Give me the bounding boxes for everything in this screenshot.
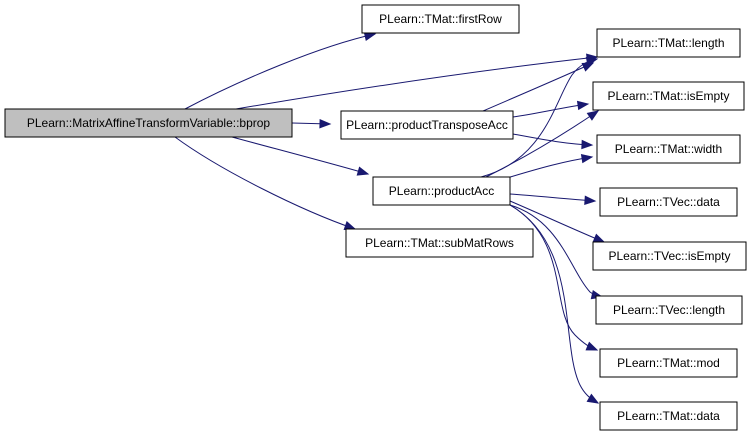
edge-bprop-to-productTransposeAcc <box>291 118 332 129</box>
node-tvecIsEmpty[interactable]: PLearn::TVec::isEmpty <box>592 241 747 271</box>
node-box <box>361 4 520 34</box>
edges-layer <box>174 31 606 404</box>
node-box <box>599 187 738 217</box>
node-box <box>595 295 743 325</box>
edge-productTransposeAcc-to-tmatWidth <box>512 133 594 150</box>
node-tmatMod[interactable]: PLearn::TMat::mod <box>599 348 738 378</box>
nodes-layer: PLearn::MatrixAffineTransformVariable::b… <box>4 4 747 431</box>
node-tvecLength[interactable]: PLearn::TVec::length <box>595 295 743 325</box>
edge-line <box>509 204 598 351</box>
arrowhead-icon <box>585 56 599 67</box>
arrowhead-icon <box>580 153 594 164</box>
node-tmatLength[interactable]: PLearn::TMat::length <box>596 28 741 58</box>
node-box <box>599 401 738 431</box>
edge-productTransposeAcc-to-tmatIsEmpty <box>512 100 590 118</box>
node-tmatWidth[interactable]: PLearn::TMat::width <box>596 134 741 164</box>
edge-line <box>482 62 594 112</box>
node-box <box>345 228 534 258</box>
edge-line <box>506 156 593 179</box>
node-box <box>596 134 741 164</box>
edge-productAcc-to-tmatIsEmpty <box>485 110 600 178</box>
edge-bprop-to-subMatRows <box>174 136 357 230</box>
node-box <box>372 176 511 206</box>
node-label: PLearn::productTransposeAcc <box>346 118 508 132</box>
node-label: PLearn::TVec::data <box>617 195 720 209</box>
arrowhead-icon <box>581 139 594 150</box>
edge-productAcc-to-tmatData <box>509 204 600 404</box>
arrowhead-icon <box>343 221 357 230</box>
arrowhead-icon <box>592 233 606 243</box>
edge-line <box>184 33 376 110</box>
edge-line <box>512 133 593 146</box>
edge-line <box>174 136 356 230</box>
root-node-box <box>4 108 293 138</box>
node-box <box>592 241 747 271</box>
arrowhead-icon <box>356 166 370 176</box>
node-label: PLearn::TMat::subMatRows <box>365 236 514 250</box>
node-tmatIsEmpty[interactable]: PLearn::TMat::isEmpty <box>592 81 745 111</box>
arrowhead-icon <box>586 393 600 404</box>
node-subMatRows[interactable]: PLearn::TMat::subMatRows <box>345 228 534 258</box>
arrowhead-icon <box>576 100 590 111</box>
edge-bprop-to-tmatLength <box>235 53 599 110</box>
node-label: PLearn::TVec::isEmpty <box>608 249 730 263</box>
node-label: PLearn::TVec::length <box>613 303 725 317</box>
node-firstRow[interactable]: PLearn::TMat::firstRow <box>361 4 520 34</box>
arrowhead-icon <box>584 195 597 205</box>
node-box <box>596 28 741 58</box>
edge-line <box>231 136 369 175</box>
node-box <box>592 81 745 111</box>
node-label: PLearn::TMat::firstRow <box>379 12 502 26</box>
node-bprop[interactable]: PLearn::MatrixAffineTransformVariable::b… <box>4 108 293 138</box>
edge-line <box>235 56 598 110</box>
edge-line <box>509 193 596 202</box>
edge-bprop-to-productAcc <box>231 136 370 176</box>
node-box <box>599 348 738 378</box>
node-label: PLearn::productAcc <box>389 184 494 198</box>
node-label: PLearn::TMat::length <box>612 36 724 50</box>
node-tvecData[interactable]: PLearn::TVec::data <box>599 187 738 217</box>
edge-productAcc-to-tmatMod <box>509 204 599 351</box>
node-productTransposeAcc[interactable]: PLearn::productTransposeAcc <box>340 110 514 140</box>
edge-productAcc-to-tvecData <box>509 193 597 205</box>
node-productAcc[interactable]: PLearn::productAcc <box>372 176 511 206</box>
arrowhead-icon <box>586 110 600 121</box>
node-box <box>340 110 514 140</box>
node-tmatData[interactable]: PLearn::TMat::data <box>599 401 738 431</box>
arrowhead-icon <box>585 341 599 351</box>
edge-line <box>485 110 599 178</box>
node-label: PLearn::MatrixAffineTransformVariable::b… <box>27 116 271 130</box>
node-label: PLearn::TMat::isEmpty <box>607 89 729 103</box>
edge-line <box>512 103 589 118</box>
node-label: PLearn::TMat::width <box>615 142 722 156</box>
edge-productAcc-to-tmatWidth <box>506 153 594 179</box>
edge-productAcc-to-tmatLength <box>480 56 599 178</box>
edge-bprop-to-firstRow <box>184 31 377 110</box>
node-label: PLearn::TMat::data <box>617 409 720 423</box>
arrowhead-icon <box>319 118 332 129</box>
node-label: PLearn::TMat::mod <box>617 356 720 370</box>
